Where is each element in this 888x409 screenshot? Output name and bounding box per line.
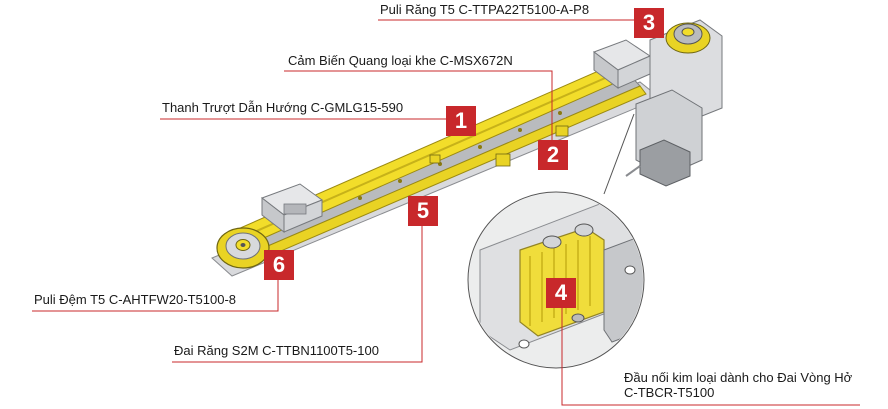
callout-2-badge: 2 — [538, 140, 568, 170]
callout-4-label: Đầu nối kim loại dành cho Đai Vòng Hở C-… — [624, 370, 874, 400]
callout-2-label: Cảm Biến Quang loại khe C-MSX672N — [288, 53, 513, 68]
callout-1-badge: 1 — [446, 106, 476, 136]
leader-5 — [172, 226, 423, 363]
callout-5-badge: 5 — [408, 196, 438, 226]
callout-4-label-line1: Đầu nối kim loại dành cho Đai Vòng Hở — [624, 370, 853, 385]
leader-lines — [32, 19, 860, 406]
callout-1-label: Thanh Trượt Dẫn Hướng C-GMLG15-590 — [162, 100, 404, 115]
callout-3-badge: 3 — [634, 8, 664, 38]
callout-6-label: Puli Đệm T5 C-AHTFW20-T5100-8 — [34, 292, 237, 307]
callout-4-label-line2: C-TBCR-T5100 — [624, 385, 715, 400]
detail-zoom — [467, 113, 645, 369]
right-carriage — [592, 39, 652, 89]
callout-3-label: Puli Răng T5 C-TTPA22T5100-A-P8 — [380, 2, 590, 17]
callout-6-badge: 6 — [264, 250, 294, 280]
idler-pulley — [216, 227, 270, 269]
callout-4-badge: 4 — [546, 278, 576, 308]
leader-2 — [284, 70, 553, 140]
sensor-brackets — [429, 125, 569, 167]
leader-4 — [561, 306, 860, 406]
leader-6 — [32, 280, 279, 312]
callout-5-label: Đai Răng S2M C-TTBN1100T5-100 — [174, 343, 379, 358]
motor — [625, 89, 703, 187]
left-carriage — [260, 183, 324, 234]
